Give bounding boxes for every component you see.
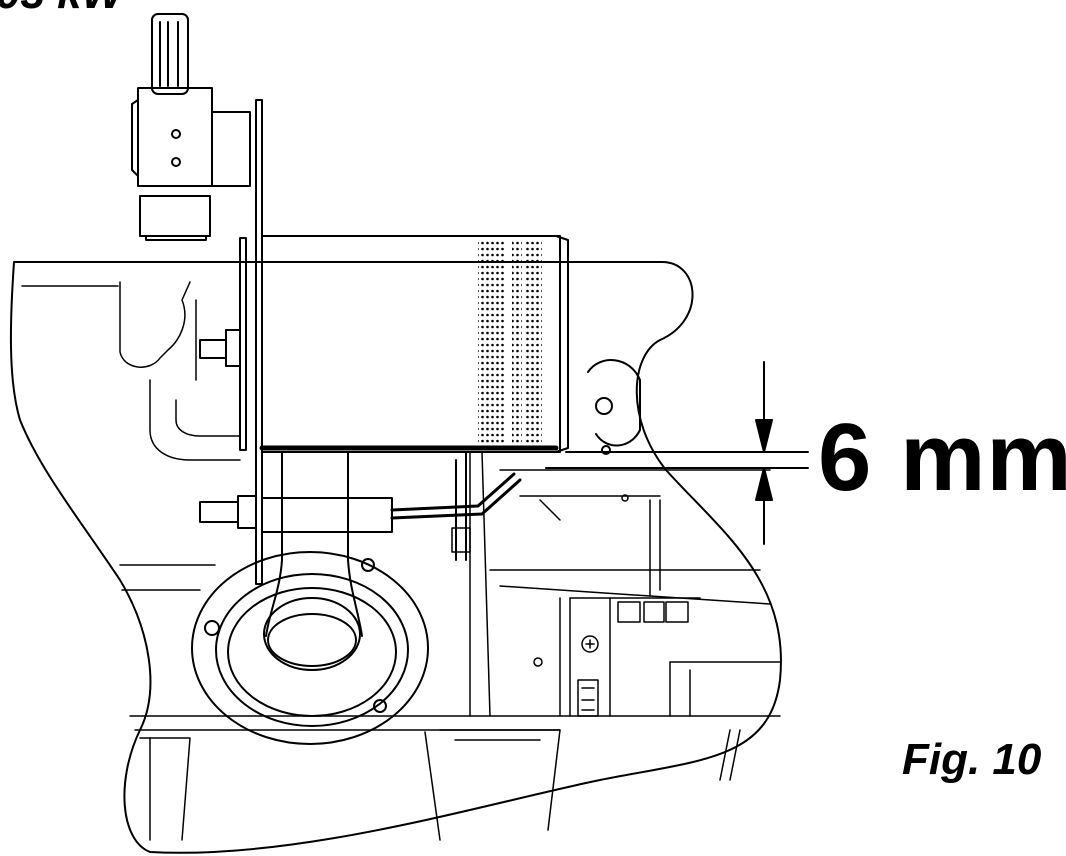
dimension-label: 6 mm (818, 404, 1066, 511)
clip-icon (587, 359, 641, 455)
screw-icon (581, 635, 599, 653)
screw-icon (373, 699, 387, 713)
dimension-indicator (545, 361, 809, 545)
top-bracket (131, 13, 251, 241)
screw-icon (204, 620, 220, 636)
perforation-rows (478, 240, 542, 446)
burner-tube (259, 235, 569, 453)
figure-caption: Fig. 10 (902, 735, 1042, 784)
cutout-boundary (9, 261, 782, 854)
frame-panels (21, 281, 781, 841)
stud-bolts (199, 329, 257, 529)
small-fittings (451, 494, 689, 717)
screw-icon (171, 157, 181, 167)
base-flange (191, 551, 429, 745)
electrode (261, 472, 522, 533)
central-shaft (265, 451, 467, 637)
power-rating-text: 03 kW (0, 0, 123, 16)
screw-icon (361, 558, 375, 572)
screw-icon (171, 129, 181, 139)
